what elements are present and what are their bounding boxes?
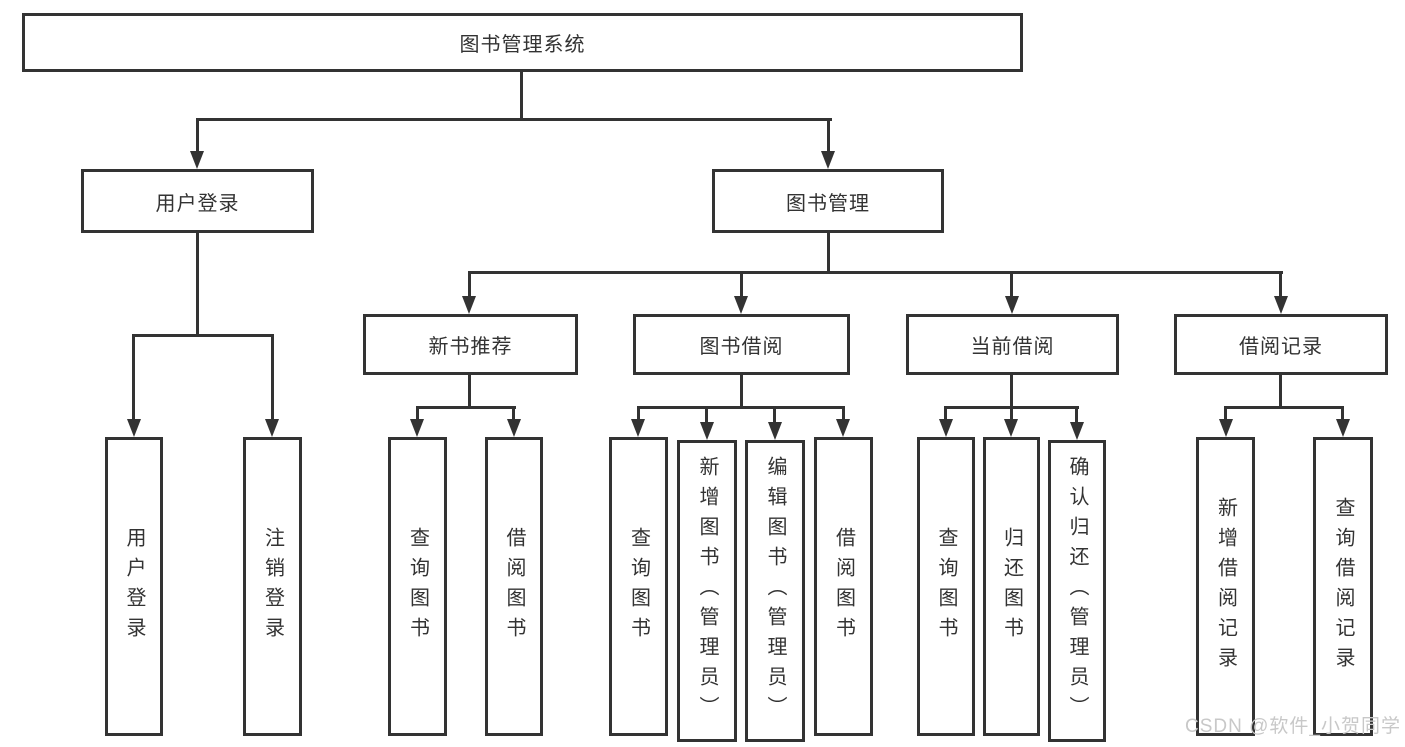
leaf-logout: 注销登录 [243,437,302,736]
arrowhead-down-icon [1336,419,1350,437]
connector-to-leaf-login [132,334,135,421]
node-borrow-records: 借阅记录 [1174,314,1388,375]
leaf-borrow-books-label: 借阅图书 [832,526,855,647]
arrowhead-down-icon [821,151,835,169]
arrowhead-down-icon [734,296,748,314]
arrowhead-down-icon [836,419,850,437]
leaf-confirm-return-admin: 确认归还（管理员） [1048,440,1106,742]
connector-root-stub [520,71,523,121]
arrowhead-down-icon [127,419,141,437]
leaf-query-borrow-record-label: 查询借阅记录 [1332,496,1354,677]
leaf-edit-book-admin: 编辑图书（管理员） [745,440,805,742]
leaf-borrow-books-recommend: 借阅图书 [485,437,543,736]
leaf-confirm-return-admin-label: 确认归还（管理员） [1066,456,1088,726]
leaf-add-borrow-record-label: 新增借阅记录 [1214,496,1237,677]
leaf-query-books-recommend-label: 查询图书 [406,526,429,647]
connector-recommend-stub [468,374,471,408]
connector-leaf [944,406,947,422]
arrowhead-down-icon [1219,419,1233,437]
node-user-login-label: 用户登录 [155,192,240,215]
arrowhead-down-icon [1070,422,1084,440]
node-library-system: 图书管理系统 [22,13,1023,72]
connector-user-login-stub [196,232,199,337]
connector-root-hline [196,118,832,121]
connector-leaf [1224,406,1227,422]
node-book-borrow: 图书借阅 [633,314,850,375]
leaf-return-book-label: 归还图书 [1000,526,1023,647]
leaf-add-book-admin: 新增图书（管理员） [677,440,737,742]
leaf-query-borrow-record: 查询借阅记录 [1313,437,1373,736]
arrowhead-down-icon [265,419,279,437]
node-new-book-recommend: 新书推荐 [363,314,578,375]
connector-leaf [637,406,640,422]
connector-user-login-hline [132,334,274,337]
arrowhead-down-icon [1005,296,1019,314]
node-book-borrow-label: 图书借阅 [699,336,784,358]
node-current-borrow: 当前借阅 [906,314,1119,375]
leaf-query-books-borrow: 查询图书 [609,437,668,736]
connector-to-recommend [468,271,471,298]
node-new-book-recommend-label: 新书推荐 [428,336,513,358]
connector-to-borrow [740,271,743,298]
leaf-add-book-admin-label: 新增图书（管理员） [696,456,718,726]
leaf-add-borrow-record: 新增借阅记录 [1196,437,1255,736]
connector-leaf [416,406,419,422]
connector-to-book-management [827,118,830,154]
arrowhead-down-icon [507,419,521,437]
connector-leaf [1341,406,1344,422]
arrowhead-down-icon [1274,296,1288,314]
connector-leaf [705,406,708,422]
connector-to-user-login [196,118,199,154]
node-library-system-label: 图书管理系统 [459,34,586,56]
connector-records-stub [1279,374,1282,408]
leaf-user-login-label: 用户登录 [123,526,145,647]
connector-current-stub [1010,374,1013,408]
arrowhead-down-icon [190,151,204,169]
csdn-watermark: CSDN @软件_小贺同学 [1185,716,1401,737]
connector-leaf [1075,406,1078,422]
arrowhead-down-icon [700,422,714,440]
node-current-borrow-label: 当前借阅 [970,336,1055,358]
arrowhead-down-icon [1004,419,1018,437]
leaf-logout-label: 注销登录 [261,526,284,647]
leaf-borrow-books: 借阅图书 [814,437,873,736]
arrowhead-down-icon [410,419,424,437]
leaf-borrow-books-recommend-label: 借阅图书 [503,526,525,647]
connector-book-mgmt-stub [827,232,830,274]
node-user-login: 用户登录 [81,169,314,233]
connector-recommend-hline [416,406,516,409]
leaf-query-books-borrow-label: 查询图书 [627,526,650,647]
connector-to-leaf-logout [271,334,274,421]
connector-book-mgmt-hline [468,271,1283,274]
connector-borrow-hline [637,406,845,409]
node-book-management: 图书管理 [712,169,944,233]
connector-borrow-stub [740,374,743,408]
arrowhead-down-icon [768,422,782,440]
leaf-query-books-current: 查询图书 [917,437,975,736]
leaf-return-book: 归还图书 [983,437,1040,736]
leaf-query-books-current-label: 查询图书 [935,526,957,647]
connector-leaf [1010,406,1013,422]
connector-leaf [842,406,845,422]
arrowhead-down-icon [939,419,953,437]
arrowhead-down-icon [631,419,645,437]
connector-records-hline [1224,406,1344,409]
leaf-user-login: 用户登录 [105,437,163,736]
leaf-edit-book-admin-label: 编辑图书（管理员） [764,456,786,726]
connector-to-current [1010,271,1013,298]
node-book-management-label: 图书管理 [786,192,870,215]
leaf-query-books-recommend: 查询图书 [388,437,447,736]
arrowhead-down-icon [462,296,476,314]
connector-leaf [512,406,515,422]
connector-leaf [773,406,776,422]
node-borrow-records-label: 借阅记录 [1239,336,1323,358]
connector-to-records [1279,271,1282,298]
